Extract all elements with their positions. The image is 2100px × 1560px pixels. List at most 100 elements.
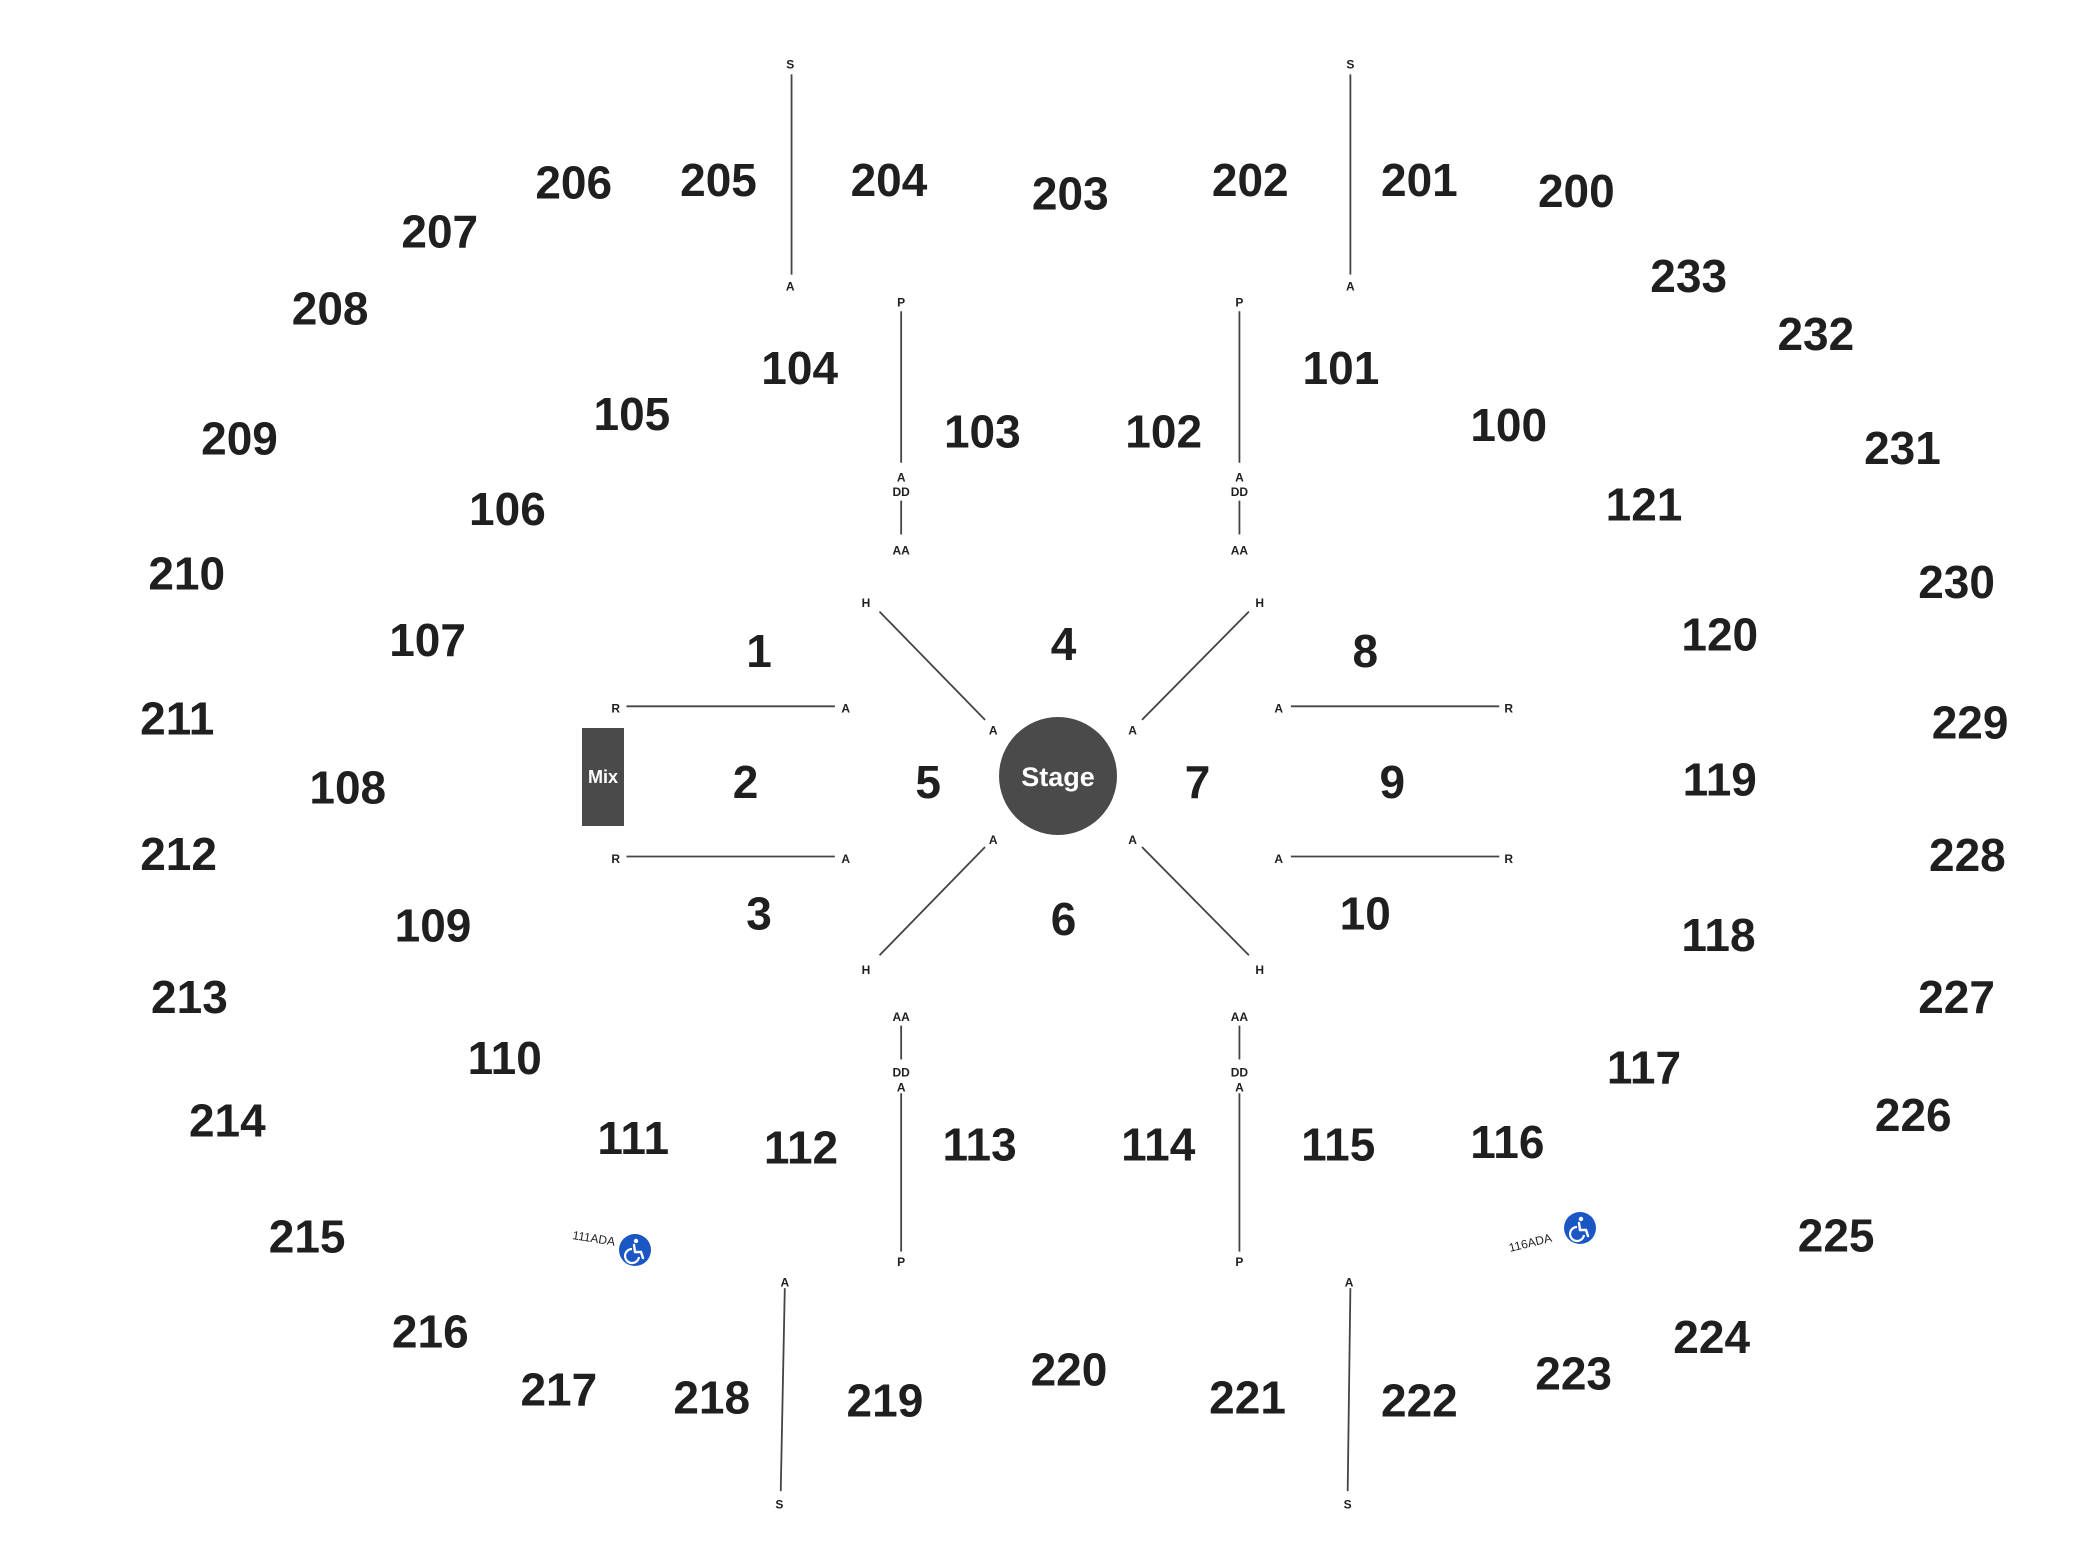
upper-section-226[interactable]: 226 [1875,1089,1952,1141]
row-label-s: S [1346,58,1354,72]
lower-section-107[interactable]: 107 [389,614,466,666]
floor-section-9[interactable]: 9 [1380,756,1406,808]
floor-section-1[interactable]: 1 [746,625,772,677]
row-label-a: A [989,833,998,847]
lower-section-106[interactable]: 106 [469,483,546,535]
lower-section-113[interactable]: 113 [943,1119,1017,1171]
upper-section-202[interactable]: 202 [1212,154,1289,206]
upper-section-204[interactable]: 204 [851,154,928,206]
upper-section-201[interactable]: 201 [1381,154,1458,206]
wheelchair-icon [1564,1212,1596,1244]
row-label-dd: DD [1231,1066,1249,1080]
row-label-a: A [841,702,850,716]
upper-section-231[interactable]: 231 [1864,422,1941,474]
upper-section-222[interactable]: 222 [1381,1374,1458,1426]
lower-section-119[interactable]: 119 [1683,753,1757,805]
floor-section-8[interactable]: 8 [1352,625,1378,677]
upper-section-223[interactable]: 223 [1535,1347,1612,1399]
floor-section-10[interactable]: 10 [1340,887,1391,939]
lower-section-100[interactable]: 100 [1470,399,1547,451]
lower-section-101[interactable]: 101 [1303,342,1380,394]
row-label-h: H [862,963,871,977]
upper-section-217[interactable]: 217 [520,1364,597,1416]
row-label-s: S [1344,1497,1352,1511]
upper-section-220[interactable]: 220 [1031,1343,1108,1395]
upper-section-219[interactable]: 219 [847,1374,924,1426]
upper-section-232[interactable]: 232 [1777,308,1854,360]
row-label-h: H [1255,963,1264,977]
lower-section-116[interactable]: 116 [1470,1116,1544,1168]
lower-section-114[interactable]: 114 [1121,1119,1196,1171]
upper-section-206[interactable]: 206 [535,157,612,209]
upper-section-216[interactable]: 216 [392,1305,469,1357]
row-label-dd: DD [892,485,910,499]
lower-section-121[interactable]: 121 [1606,479,1683,531]
upper-section-212[interactable]: 212 [140,828,217,880]
lower-section-108[interactable]: 108 [309,762,386,814]
row-label-dd: DD [1231,485,1249,499]
floor-section-7[interactable]: 7 [1185,756,1211,808]
row-label-aa: AA [892,543,910,557]
upper-section-227[interactable]: 227 [1918,971,1995,1023]
row-label-a: A [786,280,795,294]
lower-section-105[interactable]: 105 [594,388,671,440]
upper-section-221[interactable]: 221 [1209,1372,1286,1424]
stage[interactable]: Stage [999,717,1117,835]
seating-sections: 1 2 3 4 5 6 7 8 9 10 100 101 102 103 104 105 106 107 108 10… [140,154,2008,1426]
ada-116[interactable]: 116ADA [1507,1212,1596,1255]
lower-section-110[interactable]: 110 [468,1032,542,1084]
floor-section-4[interactable]: 4 [1051,618,1077,670]
mix-booth[interactable]: Mix [582,728,624,826]
row-label-aa: AA [1231,1010,1249,1024]
row-label-a: A [1274,702,1283,716]
row-label-a: A [1128,723,1137,737]
lower-section-109[interactable]: 109 [395,900,472,952]
upper-section-200[interactable]: 200 [1538,165,1615,217]
lower-section-103[interactable]: 103 [944,406,1021,458]
aisle-lines [626,74,1500,1492]
floor-section-5[interactable]: 5 [915,756,941,808]
upper-section-213[interactable]: 213 [151,971,228,1023]
row-label-a: A [1345,1275,1354,1289]
upper-section-211[interactable]: 211 [140,692,214,744]
ada-111[interactable]: 111ADA [572,1228,651,1266]
upper-section-203[interactable]: 203 [1032,167,1109,219]
row-label-a: A [1235,1081,1244,1095]
upper-section-233[interactable]: 233 [1650,250,1727,302]
row-label-r: R [611,702,620,716]
lower-section-104[interactable]: 104 [761,342,838,394]
lower-section-120[interactable]: 120 [1681,609,1758,661]
upper-section-210[interactable]: 210 [148,548,225,600]
upper-section-229[interactable]: 229 [1932,697,2009,749]
row-label-a: A [897,1081,906,1095]
lower-section-117[interactable]: 117 [1607,1042,1681,1094]
floor-section-6[interactable]: 6 [1051,893,1077,945]
row-label-s: S [775,1497,783,1511]
upper-section-207[interactable]: 207 [401,205,478,257]
floor-section-3[interactable]: 3 [746,887,772,939]
lower-section-112[interactable]: 112 [764,1121,838,1173]
lower-section-118[interactable]: 118 [1681,909,1755,961]
upper-section-224[interactable]: 224 [1673,1311,1750,1363]
upper-section-214[interactable]: 214 [189,1094,266,1146]
row-label-dd: DD [892,1066,910,1080]
floor-section-2[interactable]: 2 [733,756,759,808]
aisle-line [878,846,986,956]
upper-section-228[interactable]: 228 [1929,829,2006,881]
row-label-a: A [780,1275,789,1289]
lower-section-102[interactable]: 102 [1125,406,1202,458]
upper-section-225[interactable]: 225 [1798,1209,1875,1261]
upper-section-208[interactable]: 208 [292,283,369,335]
lower-section-115[interactable]: 115 [1301,1119,1375,1171]
upper-section-205[interactable]: 205 [680,154,757,206]
lower-section-111[interactable]: 111 [597,1112,669,1164]
upper-section-209[interactable]: 209 [201,412,278,464]
row-label-a: A [989,723,998,737]
upper-section-215[interactable]: 215 [269,1211,346,1263]
row-label-a: A [897,470,906,484]
upper-section-230[interactable]: 230 [1918,556,1995,608]
upper-section-218[interactable]: 218 [673,1372,750,1424]
mix-label: Mix [588,767,618,787]
